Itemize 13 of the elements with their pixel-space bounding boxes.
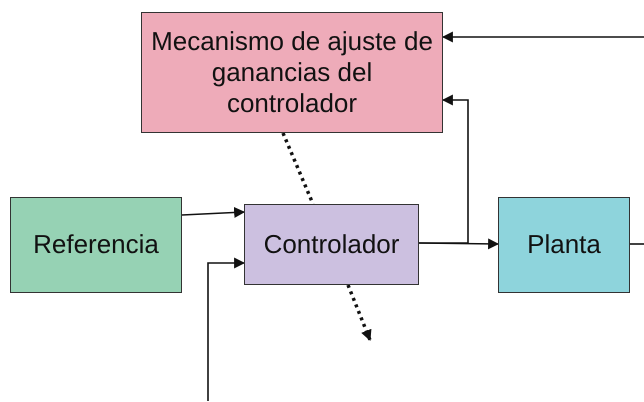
process-box	[141, 12, 443, 133]
process-box	[244, 204, 419, 285]
process-box	[10, 197, 182, 293]
box-label: Controlador	[262, 228, 400, 260]
box-label: Planta	[526, 229, 602, 261]
arrow	[419, 94, 469, 244]
process-box	[498, 197, 630, 293]
arrow	[442, 32, 644, 42]
arrow	[207, 258, 246, 401]
box-label: Referencia	[32, 229, 160, 261]
box-label: Mecanismo de ajuste de ganancias del controlador	[150, 26, 434, 120]
arrow	[182, 206, 246, 218]
dotted-arrow	[346, 284, 372, 342]
